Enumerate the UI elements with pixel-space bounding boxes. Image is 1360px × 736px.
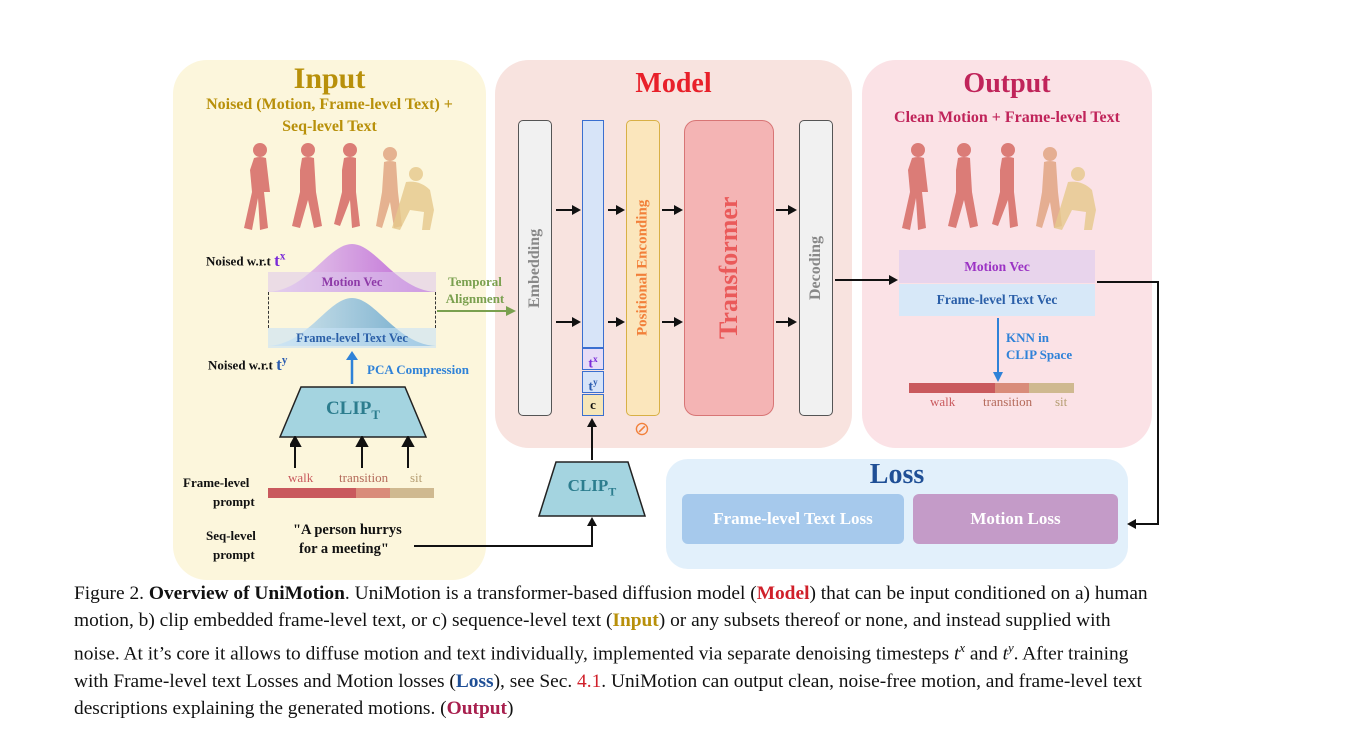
pca-compression-label: PCA Compression bbox=[367, 362, 469, 377]
input-segment-sit bbox=[390, 488, 434, 498]
input-motion-figures bbox=[244, 143, 434, 230]
model-clip-encoder bbox=[538, 461, 646, 517]
model-panel bbox=[495, 60, 852, 448]
caption-line-5: descriptions explaining the generated mo… bbox=[74, 698, 514, 720]
input-motion-vec: Motion Vec bbox=[268, 272, 436, 292]
noised-tx-label: Noised w.r.t tx bbox=[206, 250, 285, 271]
output-segment-transition bbox=[995, 383, 1029, 393]
caption-line-3: noise. At it’s core it allows to diffuse… bbox=[74, 640, 1129, 665]
knn-label-2: CLIP Space bbox=[1006, 347, 1073, 362]
noised-ty-symbol: ty bbox=[276, 354, 288, 374]
motion-loss: Motion Loss bbox=[913, 494, 1118, 544]
input-title: Input bbox=[293, 62, 366, 95]
output-word-transition: transition bbox=[983, 394, 1033, 409]
dashed-right bbox=[435, 292, 436, 328]
seq-text-line1: "A person hurrys bbox=[293, 522, 402, 538]
seq-prompt-label-1: Seq-level bbox=[206, 528, 256, 543]
token-ty: ty bbox=[582, 371, 604, 395]
output-title: Output bbox=[963, 68, 1051, 99]
dashed-left bbox=[268, 292, 269, 328]
output-motion-figures bbox=[902, 143, 1096, 230]
model-clip-label: CLIPT bbox=[567, 476, 617, 499]
input-clip-encoder bbox=[279, 386, 427, 438]
input-subtitle-line2: Seq-level Text bbox=[282, 118, 377, 135]
input-word-transition: transition bbox=[339, 470, 389, 485]
token-c: c bbox=[582, 394, 604, 416]
prompt-to-clip-arrows bbox=[290, 436, 415, 468]
input-frame-text-vec: Frame-level Text Vec bbox=[268, 328, 436, 348]
dropout-icon: ⊘ bbox=[634, 419, 650, 440]
output-segment-sit bbox=[1029, 383, 1074, 393]
noised-tx-symbol: tx bbox=[274, 250, 286, 270]
section-reference-link[interactable]: 4.1 bbox=[577, 670, 602, 692]
noised-ty-label: Noised w.r.t ty bbox=[208, 354, 287, 375]
noised-ty-text: Noised w.r.t bbox=[208, 357, 277, 373]
caption-line-1: Figure 2. Overview of UniMotion. UniMoti… bbox=[74, 583, 1148, 604]
input-clip-label: CLIPT bbox=[325, 398, 381, 422]
frame-prompt-label-1: Frame-level bbox=[183, 475, 250, 490]
input-segment-transition bbox=[356, 488, 390, 498]
seq-text-line2: for a meeting" bbox=[299, 541, 389, 557]
input-word-sit: sit bbox=[410, 470, 423, 485]
output-motion-vec: Motion Vec bbox=[899, 250, 1095, 283]
noised-tx-text: Noised w.r.t bbox=[206, 253, 275, 269]
seq-prompt-label-2: prompt bbox=[213, 547, 255, 562]
frame-prompt-label-2: prompt bbox=[213, 494, 255, 509]
input-segment-walk bbox=[268, 488, 356, 498]
output-word-sit: sit bbox=[1055, 394, 1068, 409]
output-frame-text-vec: Frame-level Text Vec bbox=[899, 284, 1095, 316]
output-segment-walk bbox=[909, 383, 995, 393]
token-sequence-column bbox=[582, 120, 604, 348]
input-word-walk: walk bbox=[288, 470, 314, 485]
output-subtitle: Clean Motion + Frame-level Text bbox=[894, 109, 1120, 126]
figure-caption: Figure 2. Overview of UniMotion. UniMoti… bbox=[74, 580, 1290, 723]
caption-line-2: motion, b) clip embedded frame-level tex… bbox=[74, 610, 1111, 632]
loss-title: Loss bbox=[869, 459, 925, 490]
output-word-walk: walk bbox=[930, 394, 956, 409]
model-title: Model bbox=[635, 68, 712, 99]
input-subtitle-line1: Noised (Motion, Frame-level Text) + bbox=[206, 96, 453, 113]
token-tx: tx bbox=[582, 348, 604, 372]
temporal-label-1: Temporal bbox=[448, 274, 502, 289]
temporal-label-2: Alignment bbox=[445, 291, 505, 306]
caption-line-4: with Frame-level text Losses and Motion … bbox=[74, 670, 1142, 692]
knn-label-1: KNN in bbox=[1006, 330, 1049, 345]
frame-level-text-loss: Frame-level Text Loss bbox=[682, 494, 904, 544]
pca-arrow bbox=[346, 351, 358, 384]
